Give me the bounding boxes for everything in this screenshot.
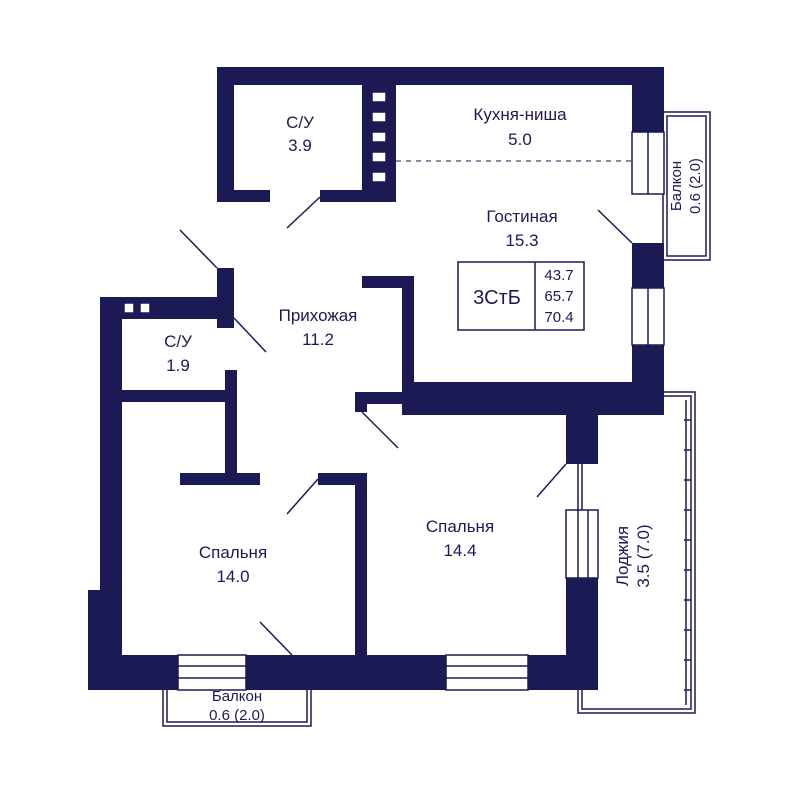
walls xyxy=(88,67,665,691)
area-total-with-balcony: 70.4 xyxy=(544,309,573,326)
balcony-name: Балкон xyxy=(668,161,685,211)
apartment-code: 3СтБ xyxy=(473,287,521,309)
door-swings xyxy=(179,196,633,656)
loggia-area: 3.5 (7.0) xyxy=(634,524,653,587)
room-area: 15.3 xyxy=(505,231,538,250)
room-area: 3.9 xyxy=(288,136,312,155)
room-name: Прихожая xyxy=(279,306,358,325)
balcony-name: Балкон xyxy=(212,688,262,705)
apartment-info-box: 3СтБ 43.7 65.7 70.4 xyxy=(457,261,585,331)
loggia-label: Лоджия 3.5 (7.0) xyxy=(613,524,653,587)
room-area: 14.4 xyxy=(443,541,476,560)
room-name: Спальня xyxy=(426,517,494,536)
room-area: 5.0 xyxy=(508,130,532,149)
room-kitchen: Кухня-ниша 5.0 xyxy=(473,105,567,149)
loggia-ticks xyxy=(684,419,691,691)
room-name: С/У xyxy=(286,113,314,132)
room-hall: Прихожая 11.2 xyxy=(279,306,358,349)
area-living: 43.7 xyxy=(544,267,573,284)
room-bedroom1: Спальня 14.0 xyxy=(199,543,267,586)
room-area: 1.9 xyxy=(166,356,190,375)
balcony-bottom-label: Балкон 0.6 (2.0) xyxy=(209,688,265,724)
room-bath1: С/У 3.9 xyxy=(286,113,314,155)
room-living: Гостиная 15.3 xyxy=(486,207,557,250)
room-area: 11.2 xyxy=(302,330,334,349)
room-name: Гостиная xyxy=(486,207,557,226)
room-name: С/У xyxy=(164,332,192,351)
room-area: 14.0 xyxy=(216,567,249,586)
room-bedroom2: Спальня 14.4 xyxy=(426,517,494,560)
room-name: Спальня xyxy=(199,543,267,562)
loggia-name: Лоджия xyxy=(613,526,632,586)
balcony-area: 0.6 (2.0) xyxy=(209,707,265,724)
balcony-right-label: Балкон 0.6 (2.0) xyxy=(668,158,704,214)
balcony-area: 0.6 (2.0) xyxy=(687,158,704,214)
area-total: 65.7 xyxy=(544,288,573,305)
room-bath2: С/У 1.9 xyxy=(164,332,192,375)
room-name: Кухня-ниша xyxy=(473,105,567,124)
